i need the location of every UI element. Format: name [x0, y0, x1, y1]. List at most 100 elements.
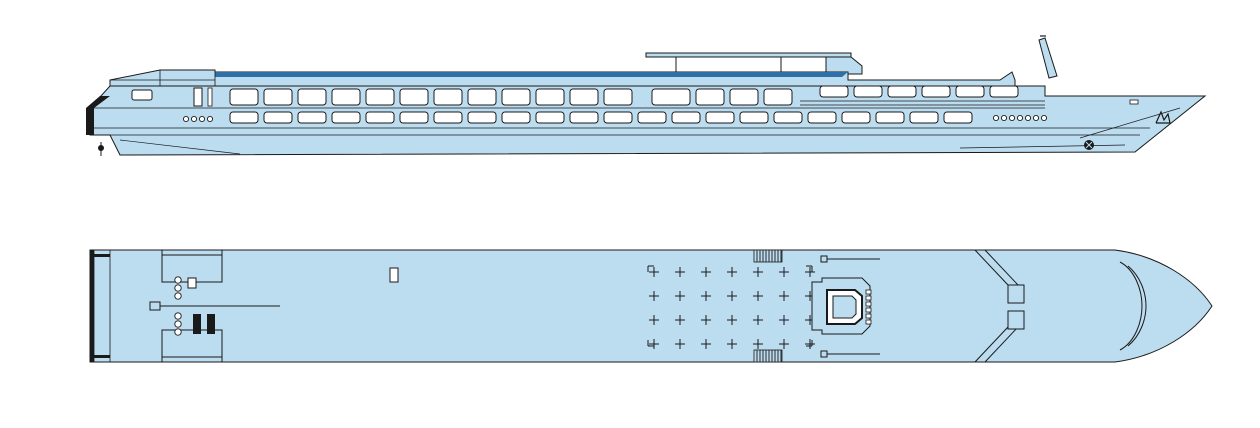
upper-window	[989, 85, 1019, 98]
sun-deck-plan-view	[89, 249, 1213, 363]
lower-window	[365, 111, 395, 124]
lower-window	[229, 111, 259, 124]
lower-window	[841, 111, 871, 124]
zone-corner-mark	[647, 265, 654, 272]
lower-window	[739, 111, 769, 124]
deck-chair	[753, 315, 763, 325]
upper-deck-windows	[229, 85, 1019, 106]
deck-chair	[753, 291, 763, 301]
lower-window	[807, 111, 837, 124]
deck-chair	[649, 291, 659, 301]
mast	[1038, 37, 1058, 79]
lower-window	[943, 111, 973, 124]
deck-chair	[779, 315, 789, 325]
lower-window	[705, 111, 735, 124]
lower-window	[331, 111, 361, 124]
side-profile-view	[86, 35, 1207, 156]
lower-window	[433, 111, 463, 124]
propeller-icon	[98, 142, 104, 156]
lower-window	[263, 111, 293, 124]
upper-window	[887, 85, 917, 98]
deck-chair	[753, 267, 763, 277]
stair-steps	[756, 250, 782, 362]
sun-deck-awning	[645, 52, 852, 58]
deck-chair	[649, 339, 659, 349]
porthole	[992, 114, 1000, 122]
upper-window	[535, 88, 565, 106]
deck-chair	[701, 291, 711, 301]
upper-window	[365, 88, 395, 106]
lower-window	[467, 111, 497, 124]
anchor-icon	[1084, 140, 1094, 150]
upper-window	[819, 85, 849, 98]
deck-chair	[727, 315, 737, 325]
lower-window	[297, 111, 327, 124]
deck-chair	[727, 267, 737, 277]
deck-chair-grid	[647, 265, 815, 349]
zone-corner-mark	[806, 340, 813, 347]
deck-chair	[701, 267, 711, 277]
stern-cap	[86, 108, 94, 135]
lower-window	[569, 111, 599, 124]
lower-window	[875, 111, 905, 124]
bow-deck-lines	[1119, 261, 1147, 351]
whirlpool-seat	[865, 313, 872, 319]
deck-outline	[89, 249, 1213, 363]
aft-door	[193, 87, 203, 107]
upper-window	[263, 88, 293, 106]
upper-window	[501, 88, 531, 106]
whirlpool-seat	[865, 289, 872, 295]
deck-chair	[675, 267, 685, 277]
deck-chair	[805, 267, 815, 277]
deck-chair	[779, 291, 789, 301]
porthole	[1016, 114, 1024, 122]
deck-chair	[675, 339, 685, 349]
porthole	[198, 115, 206, 123]
upper-window	[853, 85, 883, 98]
upper-window	[729, 88, 759, 106]
lower-window	[909, 111, 939, 124]
lower-window	[637, 111, 667, 124]
lower-window	[773, 111, 803, 124]
deck-chair	[649, 267, 659, 277]
lower-window	[535, 111, 565, 124]
porthole	[1008, 114, 1016, 122]
deck-chair	[649, 315, 659, 325]
deck-chair	[805, 339, 815, 349]
lower-window	[671, 111, 701, 124]
deck-chair	[779, 339, 789, 349]
aft-equipment-blocks	[193, 314, 215, 334]
upper-window	[651, 88, 691, 106]
aft-window	[131, 89, 153, 101]
upper-window	[399, 88, 429, 106]
whirlpool-seat	[865, 301, 872, 307]
lower-window	[603, 111, 633, 124]
porthole	[182, 115, 190, 123]
porthole	[190, 115, 198, 123]
deck-chair	[701, 339, 711, 349]
upper-window	[569, 88, 599, 106]
upper-window	[229, 88, 259, 106]
upper-window	[331, 88, 361, 106]
upper-window	[763, 88, 793, 106]
deck-chair	[727, 339, 737, 349]
lower-deck-windows	[229, 111, 973, 124]
porthole	[206, 115, 214, 123]
deck-chair	[675, 291, 685, 301]
zone-corner-mark	[647, 340, 654, 347]
deck-chair	[675, 315, 685, 325]
aft-service-area	[149, 249, 280, 363]
porthole	[1040, 114, 1048, 122]
zone-corner-mark	[806, 265, 813, 272]
aft-portholes	[182, 115, 214, 123]
upper-window	[297, 88, 327, 106]
roof-accent-stripe	[215, 72, 848, 77]
upper-window	[433, 88, 463, 106]
whirlpool-seat	[865, 319, 872, 325]
deck-hatch	[389, 267, 399, 283]
porthole	[1032, 114, 1040, 122]
bow-vent	[1129, 99, 1139, 105]
bow-portholes	[992, 114, 1048, 122]
